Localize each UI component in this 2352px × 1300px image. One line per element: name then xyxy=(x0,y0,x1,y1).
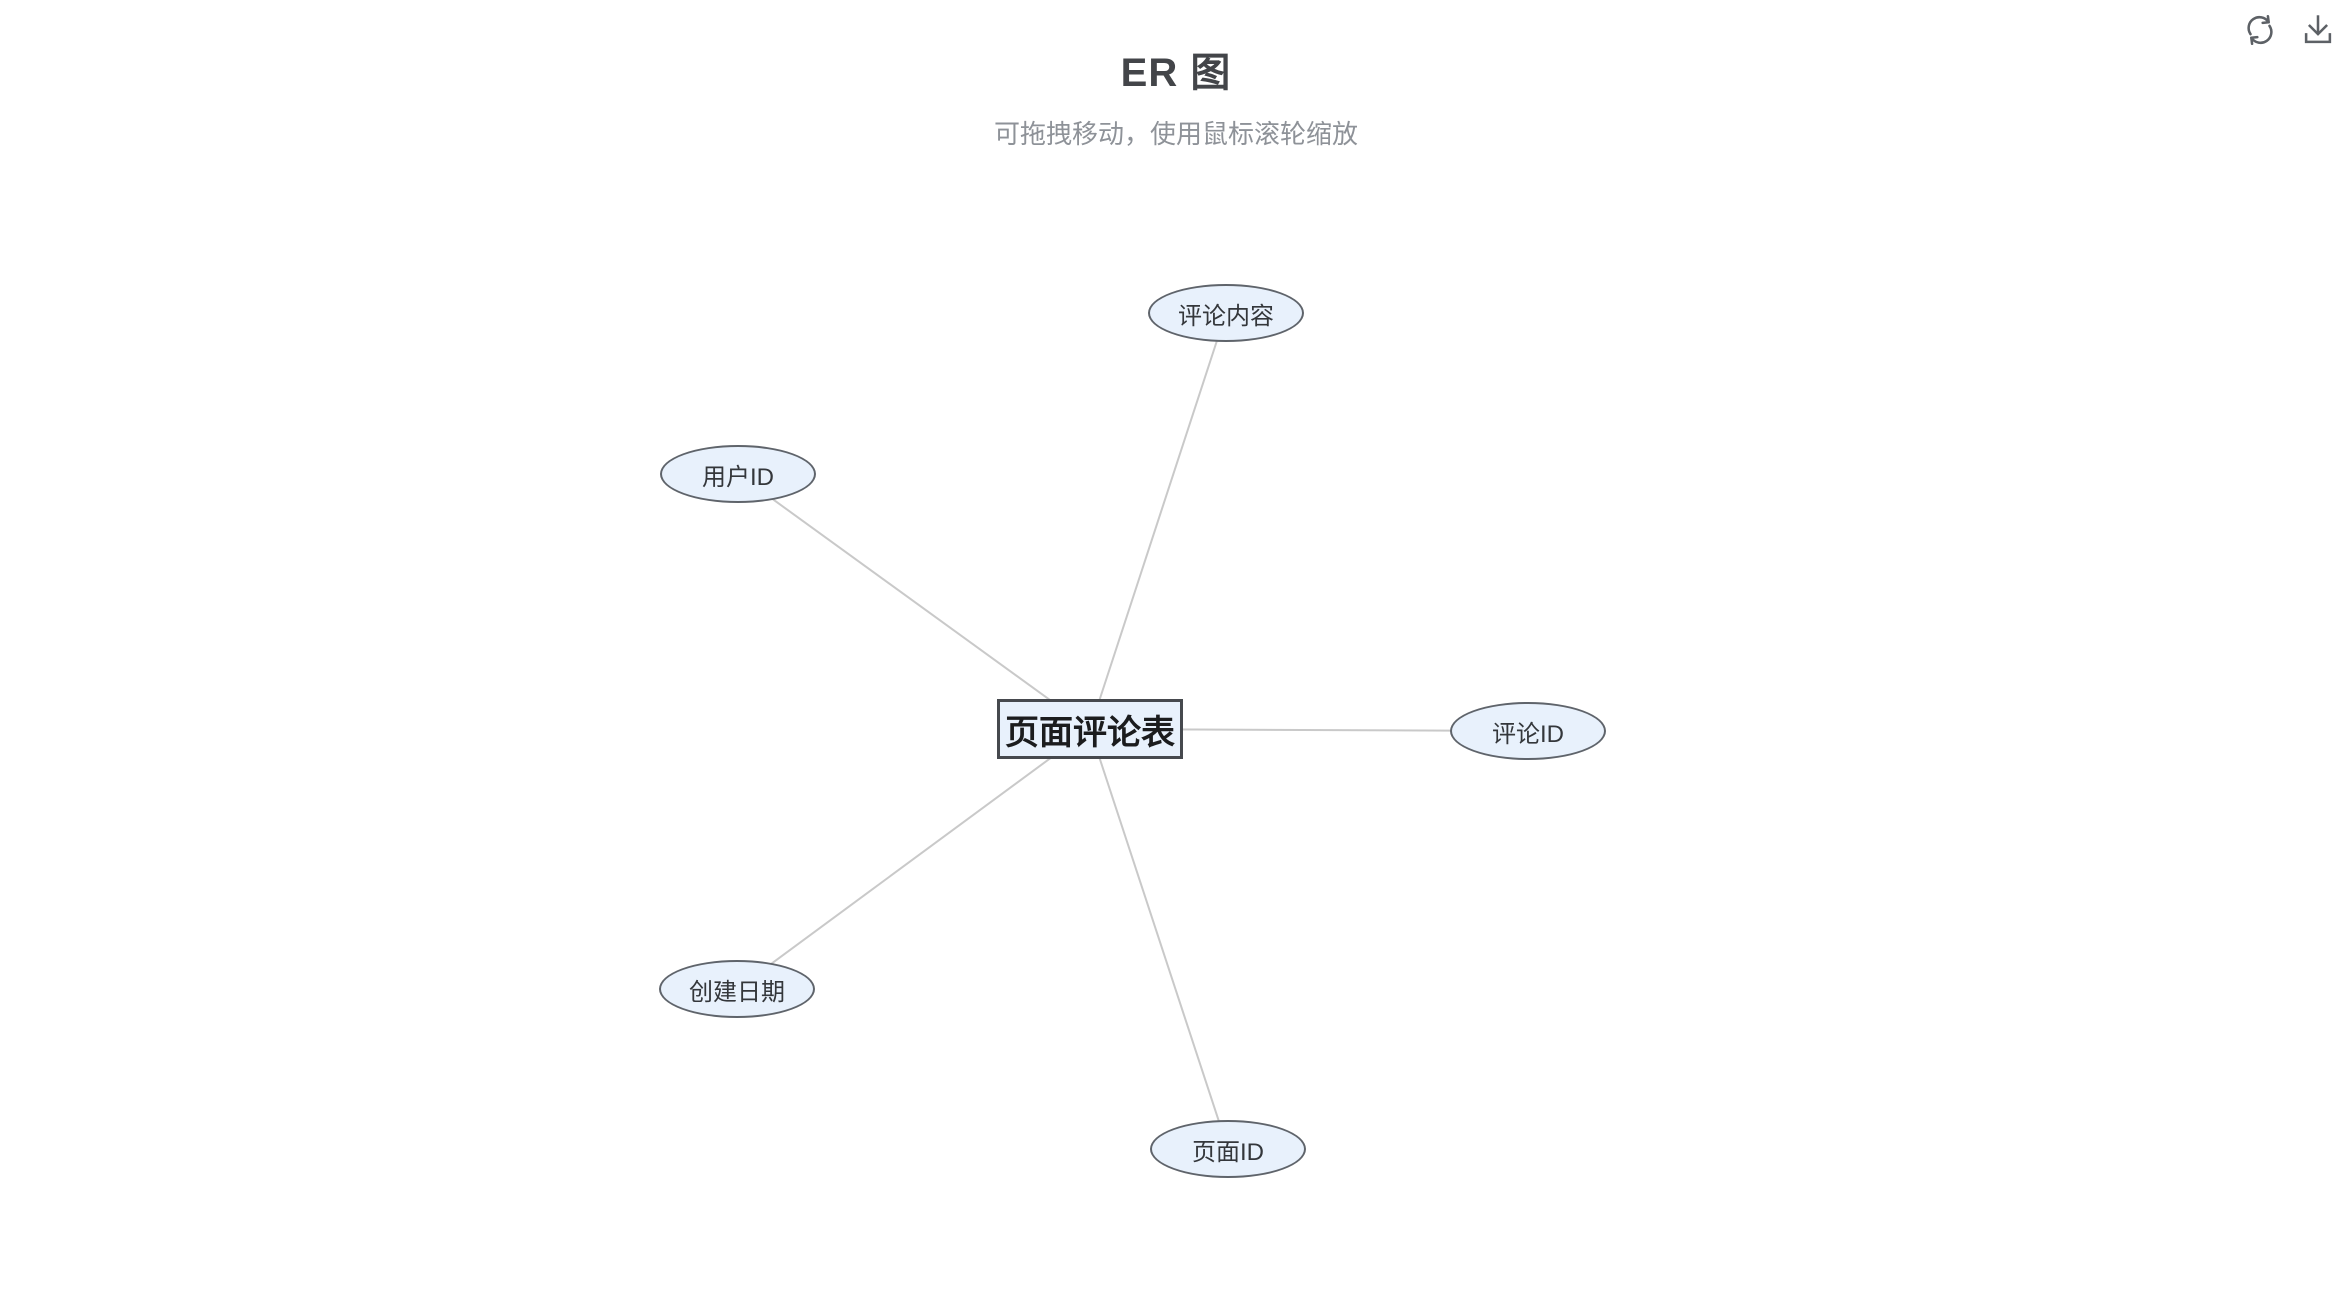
attribute-label: 页面ID xyxy=(1192,1138,1264,1166)
attribute-label: 创建日期 xyxy=(689,978,785,1006)
attribute-label: 评论内容 xyxy=(1178,302,1274,330)
attribute-label: 用户ID xyxy=(702,463,774,491)
attribute-label: 评论ID xyxy=(1492,720,1564,748)
attribute-node-create-date[interactable]: 创建日期 xyxy=(659,960,815,1018)
attribute-node-comment-id[interactable]: 评论ID xyxy=(1450,702,1606,760)
edge-create-date xyxy=(736,728,1091,990)
refresh-icon xyxy=(2247,14,2273,46)
entity-label: 页面评论表 xyxy=(1005,713,1175,752)
attribute-node-comment-content[interactable]: 评论内容 xyxy=(1148,284,1304,342)
download-icon xyxy=(2304,15,2332,44)
edge-comment-content xyxy=(1089,312,1227,730)
attribute-node-page-id[interactable]: 页面ID xyxy=(1150,1120,1306,1178)
toolbar xyxy=(2238,8,2340,52)
entity-node-page-comment-table[interactable]: 页面评论表 xyxy=(997,699,1183,759)
attribute-node-user-id[interactable]: 用户ID xyxy=(660,445,816,503)
edge-user-id xyxy=(737,473,1091,730)
download-button[interactable] xyxy=(2296,8,2340,52)
edge-page-id xyxy=(1089,728,1229,1150)
refresh-button[interactable] xyxy=(2238,8,2282,52)
